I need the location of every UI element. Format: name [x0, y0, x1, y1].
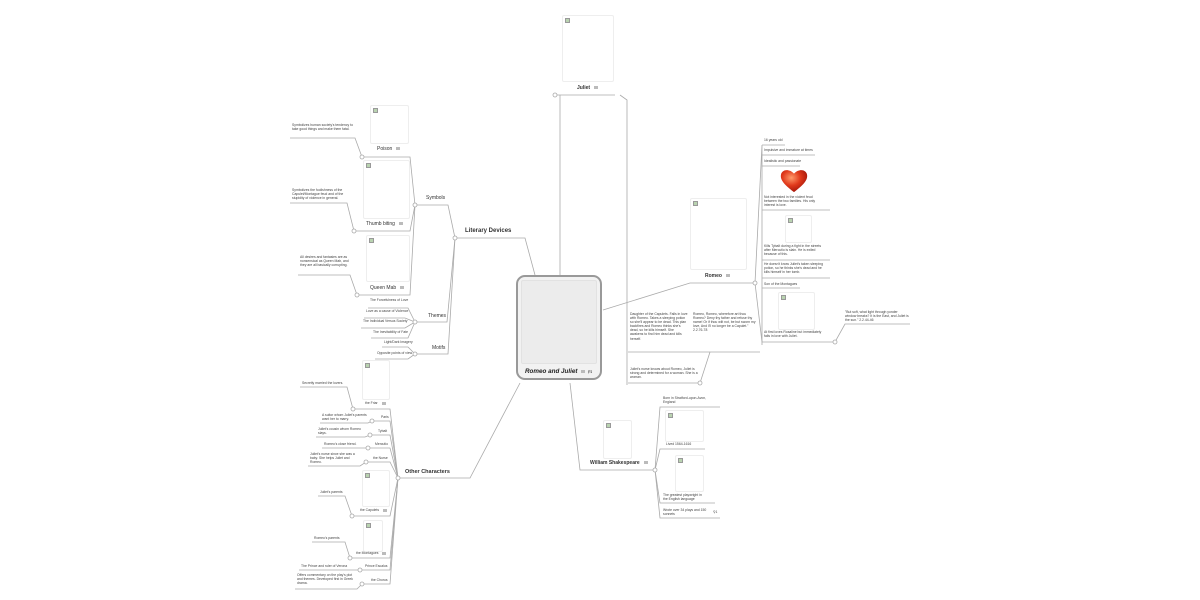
character-montagues[interactable]: the Montagues — [356, 551, 387, 555]
thumb-biting-image — [363, 160, 410, 219]
character-friar[interactable]: the Friar — [365, 401, 386, 405]
notes-icon — [725, 274, 730, 278]
romeo-item[interactable]: Idealistic and passionate — [764, 159, 802, 163]
character-note: Secretly married the lovers. — [302, 381, 344, 385]
topic-motifs[interactable]: Motifs — [432, 345, 446, 351]
topic-themes[interactable]: Themes — [428, 313, 447, 319]
link-icon: ⚲1 — [587, 369, 593, 374]
notes-icon — [643, 461, 648, 465]
juliet-image — [562, 15, 614, 82]
character-note: Offers commentary on the play's plot and… — [297, 573, 353, 586]
notes-icon — [383, 508, 388, 512]
topic-romeo[interactable]: Romeo — [705, 273, 730, 279]
motif-item[interactable]: Light/Dark Imagery — [384, 340, 413, 344]
topic-juliet[interactable]: Juliet — [577, 85, 599, 91]
romeo-item[interactable]: Impulsive and immature at times — [764, 148, 813, 152]
notes-icon — [396, 147, 401, 151]
queen-mab-image — [366, 235, 410, 282]
romeo-item-image — [785, 215, 812, 243]
romeo-image — [690, 198, 747, 270]
character-chorus[interactable]: the Chorus — [371, 578, 388, 582]
heart-image — [780, 170, 808, 193]
character-mercutio[interactable]: Mercutio — [375, 442, 389, 446]
thumb-biting-note: Symbolizes the foolishness of the Capule… — [292, 188, 344, 201]
montagues-image — [363, 520, 383, 552]
link-icon[interactable]: ⚲1 — [713, 510, 718, 514]
character-note: Juliet's parents — [320, 490, 343, 494]
theme-item[interactable]: The Inevitability of Fate — [373, 330, 409, 334]
topic-queen-mab[interactable]: Queen Mab — [370, 285, 405, 291]
topic-symbols[interactable]: Symbols — [426, 195, 446, 201]
topic-poison[interactable]: Poison — [377, 146, 401, 152]
poison-image — [370, 105, 409, 144]
topic-literary-devices[interactable]: Literary Devices — [465, 228, 512, 234]
character-paris[interactable]: Paris — [381, 415, 389, 419]
notes-icon — [381, 401, 386, 405]
juliet-quote: Romeo, Romeo, wherefore art thou Romeo? … — [693, 312, 756, 333]
romeo-item[interactable]: Not interested in the violent feud betwe… — [764, 195, 816, 208]
topic-thumb-biting[interactable]: Thumb biting — [366, 221, 403, 227]
character-note: A suitor whom Juliet's parents want her … — [322, 413, 367, 422]
shakespeare-item-image — [665, 410, 704, 442]
central-title: Romeo and Juliet ⚲1 — [525, 368, 593, 375]
friar-image — [362, 360, 390, 400]
theme-item[interactable]: The Individual Versus Society — [363, 319, 408, 323]
theme-item[interactable]: The Forcefulness of Love — [370, 298, 409, 302]
romeo-item[interactable]: 16 years old — [764, 138, 783, 142]
shakespeare-item[interactable]: Born in Stratford-upon-Avon, England — [663, 396, 707, 405]
shakespeare-item[interactable]: Wrote over 34 plays and 150 sonnets — [663, 508, 707, 517]
motif-item[interactable]: Opposite points of view — [377, 351, 413, 355]
queen-mab-note: All desires and fantasies are as nonsens… — [300, 255, 349, 268]
character-note: Juliet's cousin whom Romeo slays. — [318, 427, 361, 436]
notes-icon — [581, 369, 586, 373]
character-nurse[interactable]: the Nurse — [373, 456, 388, 460]
capulets-image — [362, 470, 390, 507]
central-image-placeholder — [521, 280, 597, 364]
character-capulets[interactable]: the Capulets — [360, 508, 388, 512]
topic-other-characters[interactable]: Other Characters — [405, 469, 450, 475]
character-note: Juliet's nurse since she was a baby. She… — [310, 452, 355, 465]
romeo-item[interactable]: He doesn't know Juliet's taken sleeping … — [764, 262, 823, 275]
romeo-item[interactable]: Son of the Montagues — [764, 282, 798, 286]
notes-icon — [594, 86, 599, 90]
character-note: The Prince and ruler of Verona — [301, 564, 348, 568]
romeo-quote: "But soft, what light through yonder win… — [845, 310, 909, 323]
notes-icon — [382, 551, 387, 555]
romeo-item-image — [778, 292, 815, 330]
character-note: Romeo's parents — [314, 536, 340, 540]
poison-note: Symbolizes human society's tendency to t… — [292, 123, 353, 132]
central-topic[interactable]: Romeo and Juliet ⚲1 — [516, 275, 602, 380]
shakespeare-item[interactable]: Lived 1564-1616 — [666, 442, 692, 446]
romeo-item[interactable]: Kills Tybalt during a fight in the stree… — [764, 244, 822, 257]
topic-william-shakespeare[interactable]: William Shakespeare — [590, 460, 648, 466]
character-prince-escalus[interactable]: Prince Escalus — [365, 564, 388, 568]
character-tybalt[interactable]: Tybalt — [378, 429, 388, 433]
notes-icon — [398, 222, 403, 226]
romeo-item[interactable]: At first loves Rosaline but immediately … — [764, 330, 822, 339]
shakespeare-item-image — [675, 455, 704, 492]
shakespeare-item[interactable]: The greatest playwright in the English l… — [663, 493, 702, 502]
character-note: Romeo's close friend. — [324, 442, 357, 446]
juliet-note: Juliet's nurse knows about Romeo, Juliet… — [630, 367, 698, 380]
shakespeare-image — [603, 420, 632, 459]
theme-item[interactable]: Love as a cause of Violence — [366, 309, 409, 313]
juliet-note: Daughter of the Capulets. Falls in love … — [630, 312, 688, 341]
notes-icon — [400, 286, 405, 290]
